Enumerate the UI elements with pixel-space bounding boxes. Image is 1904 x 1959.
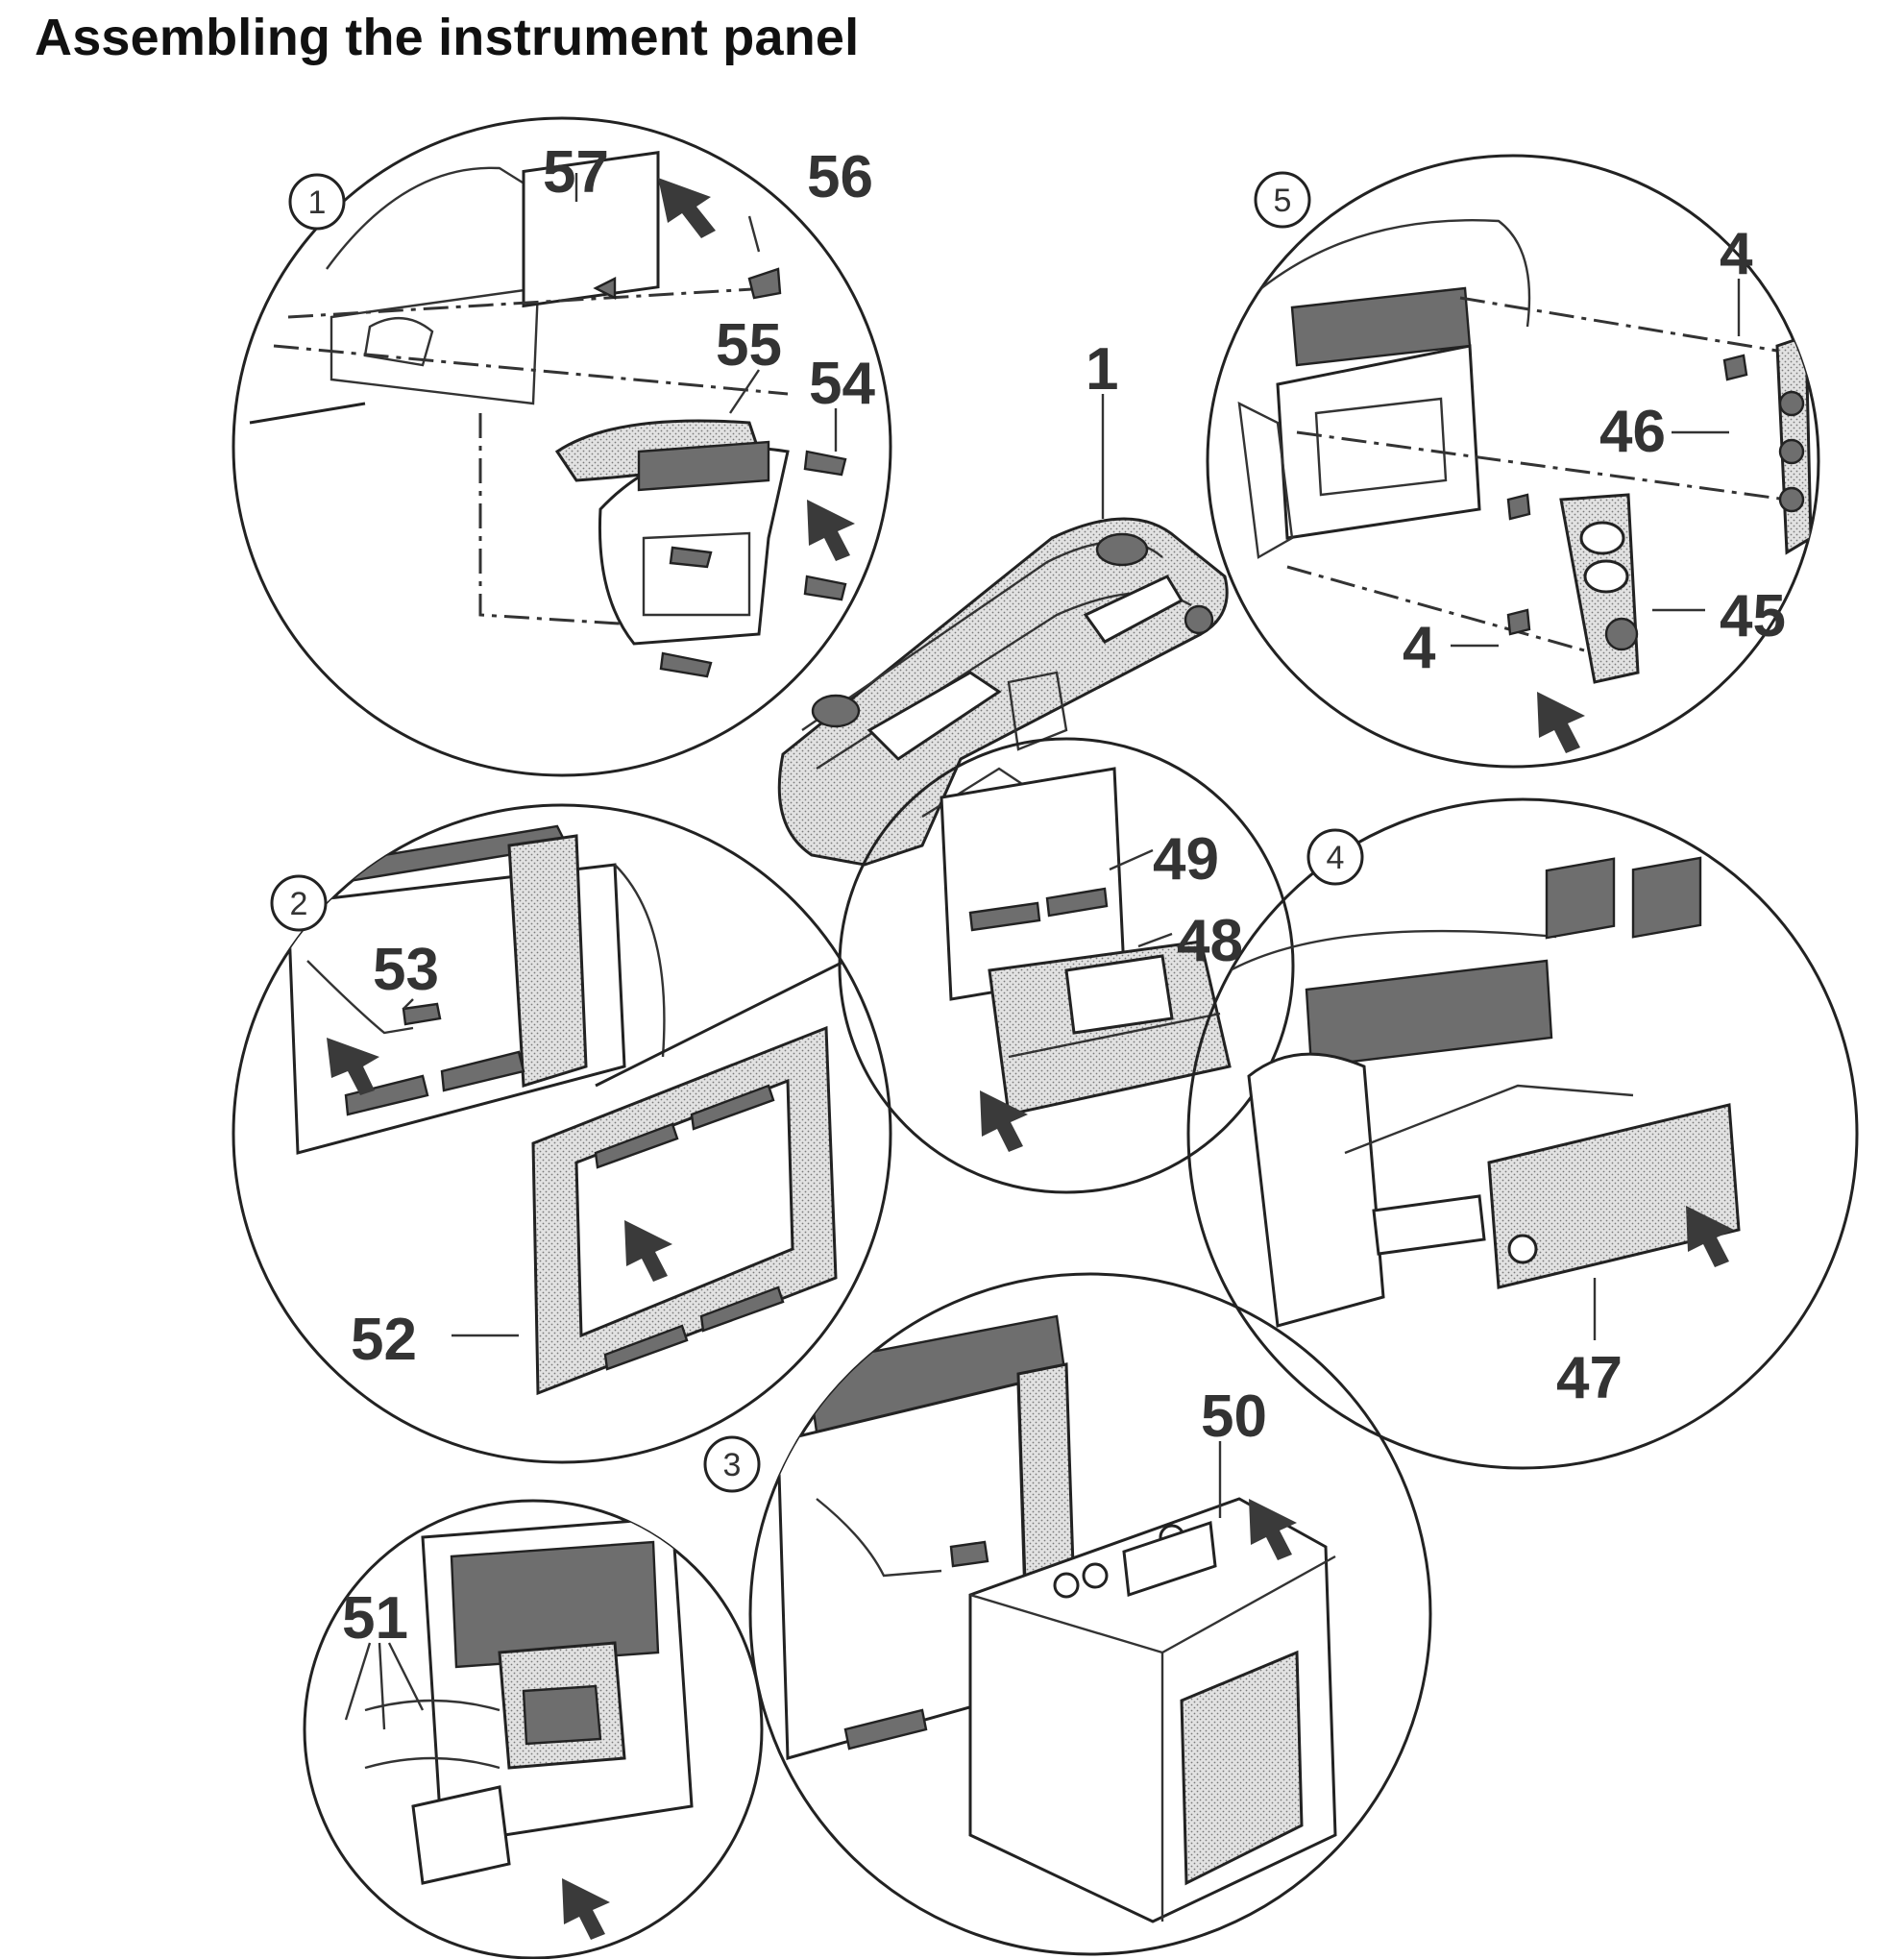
callout-56: 56 [807, 144, 873, 210]
detail-circle-2 [232, 803, 892, 1464]
callout-47: 47 [1556, 1345, 1623, 1411]
svg-text:1: 1 [308, 184, 327, 221]
step-badge-5: 5 [1254, 171, 1311, 229]
svg-text:4: 4 [1327, 840, 1345, 876]
callout-53: 53 [373, 937, 439, 1003]
detail-circle-4 [1186, 797, 1859, 1470]
detail-circle-49-48 [838, 737, 1295, 1194]
callout-49: 49 [1153, 826, 1219, 893]
detail-circle-1 [232, 116, 892, 777]
callout-55: 55 [716, 312, 782, 379]
detail-3-drawing [776, 1314, 1337, 1923]
detail-1-drawing [249, 151, 855, 678]
callout-4-top: 4 [1720, 221, 1753, 287]
callout-52: 52 [351, 1307, 417, 1373]
detail-4-drawing [1200, 856, 1741, 1328]
callout-46: 46 [1599, 399, 1666, 465]
callout-1: 1 [1086, 336, 1118, 403]
svg-text:3: 3 [723, 1447, 742, 1483]
detail-49-48-drawing [940, 767, 1232, 1152]
detail-circle-51 [303, 1499, 764, 1959]
callout-50: 50 [1201, 1384, 1267, 1450]
callout-48: 48 [1177, 908, 1243, 974]
detail-2-drawing [286, 824, 866, 1396]
callout-54: 54 [809, 351, 875, 417]
svg-text:2: 2 [290, 886, 308, 922]
callout-45: 45 [1720, 583, 1786, 649]
detail-circle-3 [748, 1272, 1432, 1956]
callout-57: 57 [543, 139, 609, 206]
step-badge-1: 1 [288, 173, 346, 231]
detail-51-drawing [364, 1516, 694, 1940]
step-badge-3: 3 [703, 1435, 761, 1493]
callout-4-bottom: 4 [1403, 615, 1436, 681]
detail-5-drawing [1219, 219, 1813, 753]
callout-51: 51 [342, 1585, 408, 1652]
step-badge-4: 4 [1306, 828, 1364, 886]
page-title: Assembling the instrument panel [35, 9, 860, 66]
step-badge-2: 2 [270, 874, 328, 932]
instrument-panel-assembly [777, 517, 1229, 867]
svg-text:5: 5 [1274, 183, 1292, 219]
detail-circle-5 [1206, 154, 1820, 769]
